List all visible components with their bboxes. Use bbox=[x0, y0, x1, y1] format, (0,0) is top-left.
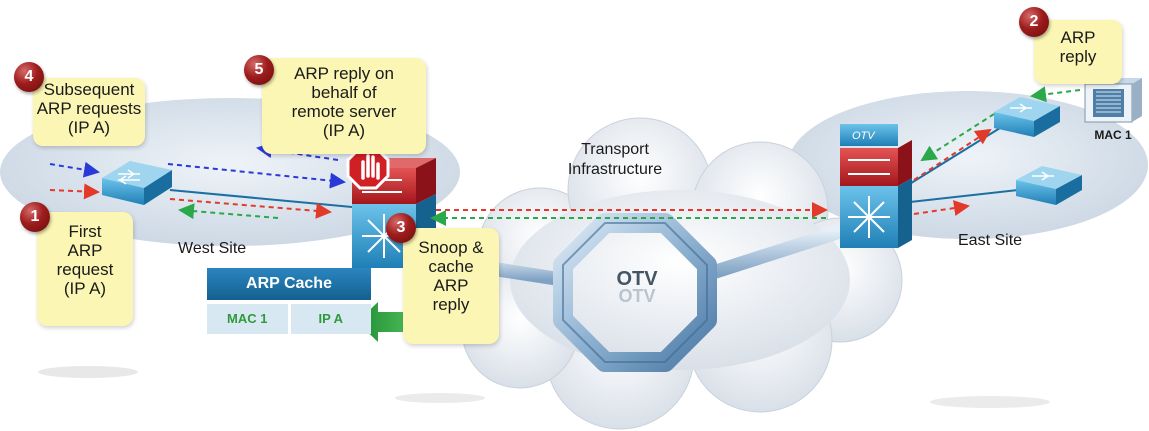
table-row: MAC 1 IP A bbox=[207, 304, 371, 334]
east-otv-label: OTV bbox=[852, 130, 876, 142]
east-request-arrow bbox=[913, 200, 970, 216]
west-switch-icon bbox=[102, 161, 172, 205]
arp-cache-title: ARP Cache bbox=[207, 268, 371, 300]
east-request-arrow bbox=[913, 128, 992, 181]
east-router-icon: OTV bbox=[840, 124, 912, 248]
shadow bbox=[38, 366, 138, 378]
transport-infrastructure-label: Transport Infrastructure bbox=[567, 141, 663, 178]
arp-cache-mac: MAC 1 bbox=[207, 304, 288, 334]
server-reply-arrow bbox=[1030, 86, 1081, 103]
first-request-arrow bbox=[49, 183, 100, 200]
callout-first-arp-request: First ARP request (IP A) bbox=[37, 212, 133, 326]
subsequent-request-arrow bbox=[49, 161, 100, 178]
east-switch-bottom-icon bbox=[1016, 166, 1082, 205]
east-link-bottom bbox=[909, 189, 1019, 203]
arp-cache-ip: IP A bbox=[290, 304, 371, 334]
otv-link-east bbox=[698, 223, 852, 282]
otv-ring-label-reflection: OTV bbox=[618, 286, 655, 306]
step-badge-1: 1 bbox=[20, 202, 50, 232]
east-site-label: East Site bbox=[958, 232, 1023, 249]
callout-arp-reply-on-behalf: ARP reply on behalf of remote server (IP… bbox=[262, 58, 426, 154]
east-switch-top-icon bbox=[994, 97, 1060, 137]
shadow bbox=[395, 393, 485, 403]
subsequent-request-arrow bbox=[167, 163, 346, 189]
arp-cache-table: ARP Cache MAC 1 IP A bbox=[207, 268, 371, 334]
stop-hand-icon bbox=[346, 146, 390, 190]
reply-arrow bbox=[178, 203, 279, 220]
west-site-label: West Site bbox=[178, 240, 247, 257]
callout-snoop-cache: Snoop & cache ARP reply bbox=[403, 228, 499, 344]
callout-subsequent-requests: Subsequent ARP requests (IP A) bbox=[33, 78, 145, 146]
step-badge-4: 4 bbox=[14, 62, 44, 92]
step-badge-3: 3 bbox=[386, 213, 416, 243]
server-mac-label: MAC 1 bbox=[1094, 128, 1132, 142]
server-icon bbox=[1084, 78, 1142, 123]
step-badge-5: 5 bbox=[244, 55, 274, 85]
step-badge-2: 2 bbox=[1019, 7, 1049, 37]
callout-arp-reply: ARP reply bbox=[1034, 20, 1122, 84]
shadow bbox=[930, 396, 1050, 408]
otv-ring-label: OTV bbox=[616, 268, 658, 290]
